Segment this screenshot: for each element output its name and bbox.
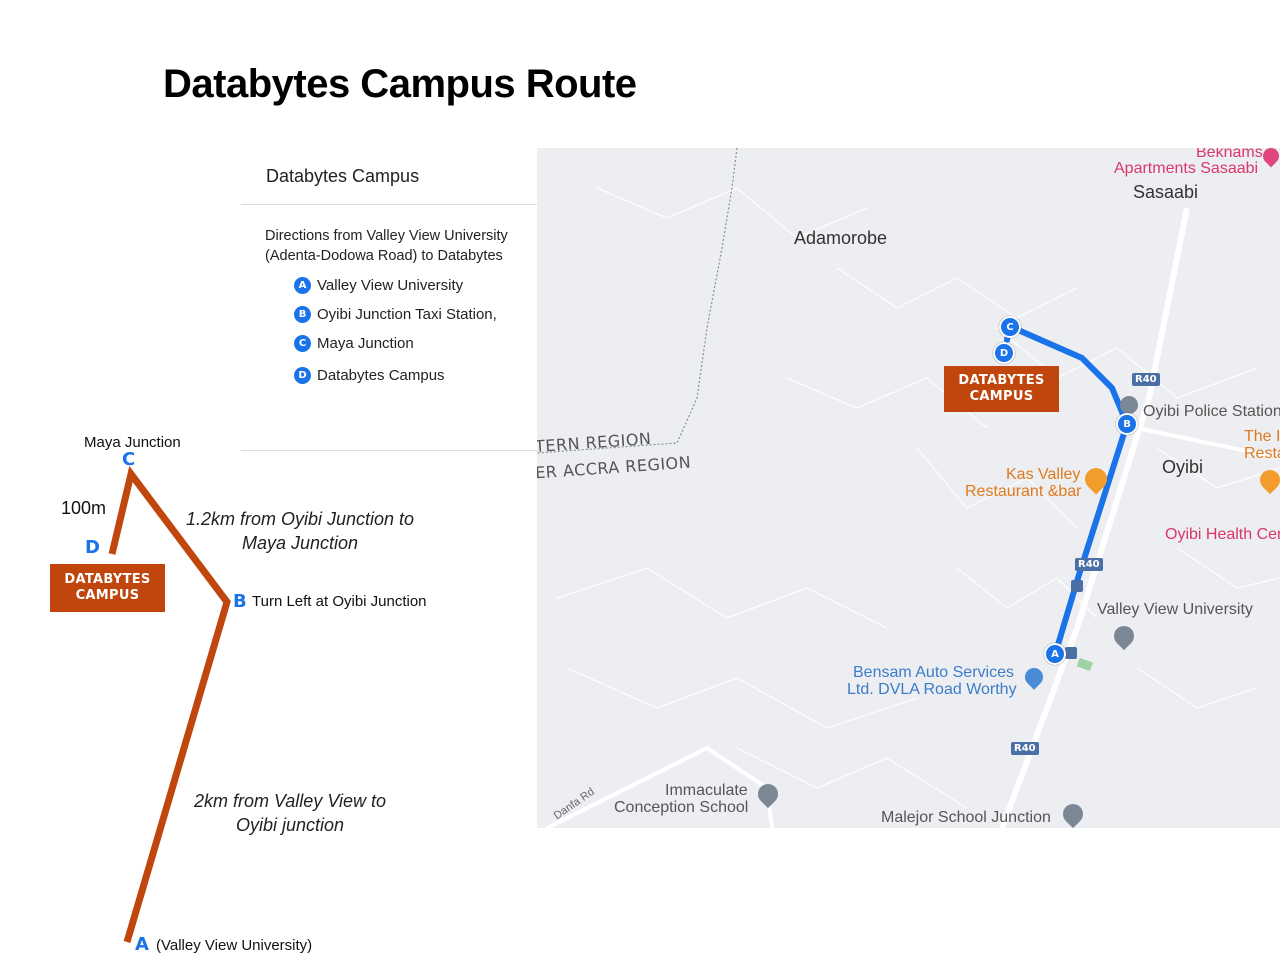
stop-c-badge: C	[294, 335, 311, 352]
police-icon	[1120, 396, 1138, 414]
stop-b-label: Oyibi Junction Taxi Station,	[317, 306, 497, 323]
stop-c: C Maya Junction	[294, 335, 414, 352]
panel-title: Databytes Campus	[266, 166, 420, 186]
turn-left-label: Turn Left at Oyibi Junction	[252, 593, 427, 610]
start-label: (Valley View University)	[156, 937, 313, 954]
diagram-campus-line-2: CAMPUS	[75, 588, 140, 603]
map-roads	[537, 148, 1280, 828]
stop-a-badge: A	[294, 277, 311, 294]
point-a-letter: A	[135, 934, 149, 955]
road-badge-r40-mid: R40	[1075, 558, 1103, 571]
poi-oyibi-police: Oyibi Police Station	[1143, 403, 1280, 420]
map-pin-b[interactable]: B	[1116, 413, 1138, 435]
directions-line-1: Directions from Valley View University	[265, 228, 508, 244]
maya-junction-label: Maya Junction	[84, 434, 181, 451]
poi-oyibi-health: Oyibi Health Cer	[1165, 526, 1280, 543]
stop-d-label: Databytes Campus	[317, 367, 445, 384]
poi-beknams-line-1: Beknams	[1196, 148, 1263, 161]
map-campus-box: DATABYTES CAMPUS	[944, 366, 1059, 412]
poi-the-restaurant-line-1: The I	[1244, 428, 1280, 445]
poi-kas-valley-line-1: Kas Valley	[1006, 466, 1081, 483]
stop-b: B Oyibi Junction Taxi Station,	[294, 306, 497, 323]
stop-b-badge: B	[294, 306, 311, 323]
directions-text: Directions from Valley View University (…	[265, 226, 535, 266]
divider-top	[241, 204, 537, 205]
segment-ab-line-2: Oyibi junction	[235, 815, 345, 835]
point-b-letter: B	[233, 591, 247, 612]
poi-immaculate-line-1: Immaculate	[665, 782, 748, 799]
stop-d: D Databytes Campus	[294, 367, 445, 384]
road-badge-r40-bottom: R40	[1011, 742, 1039, 755]
stop-a-label: Valley View University	[317, 277, 464, 294]
poi-bensam-line-2: Ltd. DVLA Road Worthy	[847, 681, 1017, 698]
poi-the-restaurant-line-2: Resta	[1244, 445, 1280, 462]
segment-bc-line-1: 1.2km from Oyibi Junction to	[185, 509, 415, 529]
segment-ab-label: 2km from Valley View to Oyibi junction	[170, 789, 410, 837]
map-campus-line-1: DATABYTES	[958, 373, 1045, 388]
poi-valley-view-university: Valley View University	[1097, 601, 1253, 618]
place-adamorobe: Adamorobe	[794, 228, 888, 248]
route-line-ab-bc	[108, 465, 231, 943]
stop-d-badge: D	[294, 367, 311, 384]
place-oyibi: Oyibi	[1162, 457, 1204, 477]
page-title: Databytes Campus Route	[163, 62, 637, 106]
map-view[interactable]: TERN REGION ER ACCRA REGION Adamorobe Sa…	[537, 148, 1280, 828]
place-sasaabi: Sasaabi	[1133, 182, 1199, 202]
poi-beknams-line-2: Apartments Sasaabi	[1114, 160, 1259, 177]
poi-kas-valley-line-2: Restaurant &bar	[965, 483, 1082, 500]
directions-line-2: (Adenta-Dodowa Road) to Databytes	[265, 248, 503, 264]
distance-100m-label: 100m	[61, 498, 107, 518]
segment-bc-line-2: Maya Junction	[241, 533, 359, 553]
map-pin-a[interactable]: A	[1044, 643, 1066, 665]
poi-immaculate-line-2: Conception School	[614, 799, 749, 816]
divider-bottom	[241, 450, 537, 451]
diagram-campus-box: DATABYTES CAMPUS	[50, 564, 165, 612]
map-pin-c[interactable]: C	[999, 316, 1021, 338]
poi-malejor-junction: Malejor School Junction	[881, 809, 1051, 826]
map-campus-line-2: CAMPUS	[969, 389, 1034, 404]
poi-bensam-line-1: Bensam Auto Services	[853, 664, 1014, 681]
segment-bc-label: 1.2km from Oyibi Junction to Maya Juncti…	[170, 507, 430, 555]
point-d-letter: D	[85, 537, 100, 558]
point-c-letter: C	[122, 449, 136, 470]
map-pin-d[interactable]: D	[993, 342, 1015, 364]
route-diagram	[108, 465, 231, 943]
bus-stop-icon-2	[1065, 647, 1077, 659]
segment-ab-line-1: 2km from Valley View to	[193, 791, 387, 811]
stop-a: A Valley View University	[294, 277, 463, 294]
diagram-campus-line-1: DATABYTES	[64, 572, 151, 587]
road-badge-r40-top: R40	[1132, 373, 1160, 386]
stop-c-label: Maya Junction	[317, 335, 414, 352]
bus-stop-icon	[1071, 580, 1083, 592]
